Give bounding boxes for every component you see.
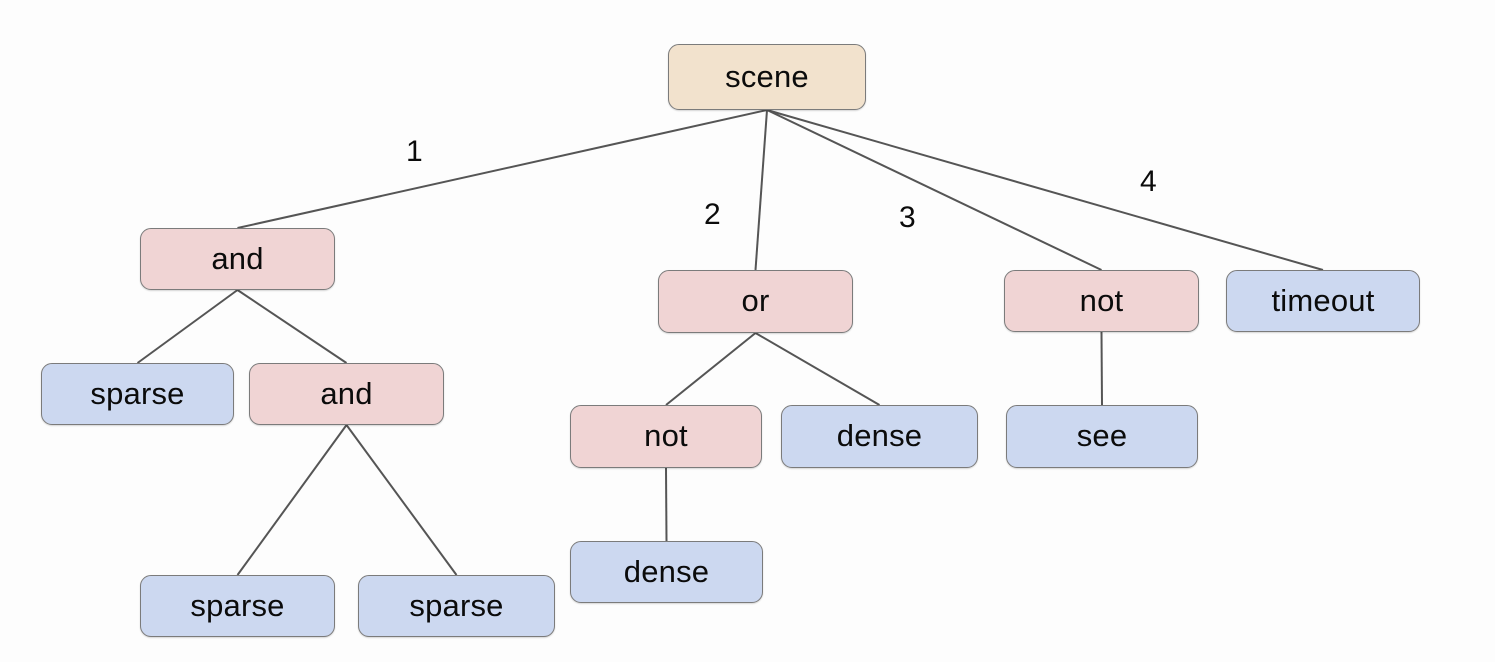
tree-edge-scene-to-timeout	[766, 109, 1324, 271]
tree-node-sparse3[interactable]: sparse	[358, 575, 555, 637]
tree-node-label: not	[644, 418, 688, 453]
tree-node-label: sparse	[409, 587, 504, 623]
tree-edge-or1-to-not2	[665, 332, 757, 406]
tree-node-dense2[interactable]: dense	[570, 541, 763, 603]
tree-node-label: and	[211, 240, 264, 276]
tree-node-label: sparse	[90, 375, 185, 411]
tree-edge-scene-to-or1	[754, 109, 768, 271]
tree-node-label: or	[741, 283, 770, 318]
tree-edge-and2-to-sparse3	[345, 424, 458, 576]
tree-node-timeout[interactable]: timeout	[1226, 270, 1420, 332]
tree-edge-and1-to-sparse1	[136, 289, 239, 364]
edge-label-4: 4	[1140, 165, 1157, 198]
tree-node-see[interactable]: see	[1006, 405, 1198, 468]
edge-label-3: 3	[899, 201, 916, 234]
tree-node-and2[interactable]: and	[249, 363, 444, 425]
tree-node-not2[interactable]: not	[570, 405, 762, 468]
tree-node-label: see	[1076, 418, 1128, 453]
tree-node-label: not	[1079, 282, 1124, 318]
edge-label-1: 1	[406, 135, 423, 168]
tree-edge-scene-to-not1	[766, 109, 1102, 271]
tree-edge-not1-to-see	[1100, 331, 1103, 406]
tree-node-label: scene	[725, 58, 809, 94]
tree-node-label: timeout	[1271, 282, 1375, 318]
tree-node-sparse2[interactable]: sparse	[140, 575, 335, 637]
tree-node-label: dense	[623, 553, 710, 589]
tree-edge-and2-to-sparse2	[236, 424, 348, 576]
tree-node-label: and	[320, 375, 373, 411]
tree-edge-or1-to-dense1	[754, 332, 881, 406]
tree-node-sparse1[interactable]: sparse	[41, 363, 234, 425]
edge-label-2: 2	[704, 198, 721, 231]
tree-node-label: sparse	[190, 587, 285, 623]
tree-node-not1[interactable]: not	[1004, 270, 1199, 332]
tree-edge-and1-to-and2	[236, 289, 348, 364]
tree-edge-not2-to-dense2	[665, 467, 668, 542]
tree-node-label: dense	[836, 418, 923, 453]
tree-node-dense1[interactable]: dense	[781, 405, 978, 468]
tree-node-or1[interactable]: or	[658, 270, 853, 333]
tree-node-scene[interactable]: scene	[668, 44, 866, 110]
tree-edge-scene-to-and1	[237, 109, 768, 229]
tree-node-and1[interactable]: and	[140, 228, 335, 290]
